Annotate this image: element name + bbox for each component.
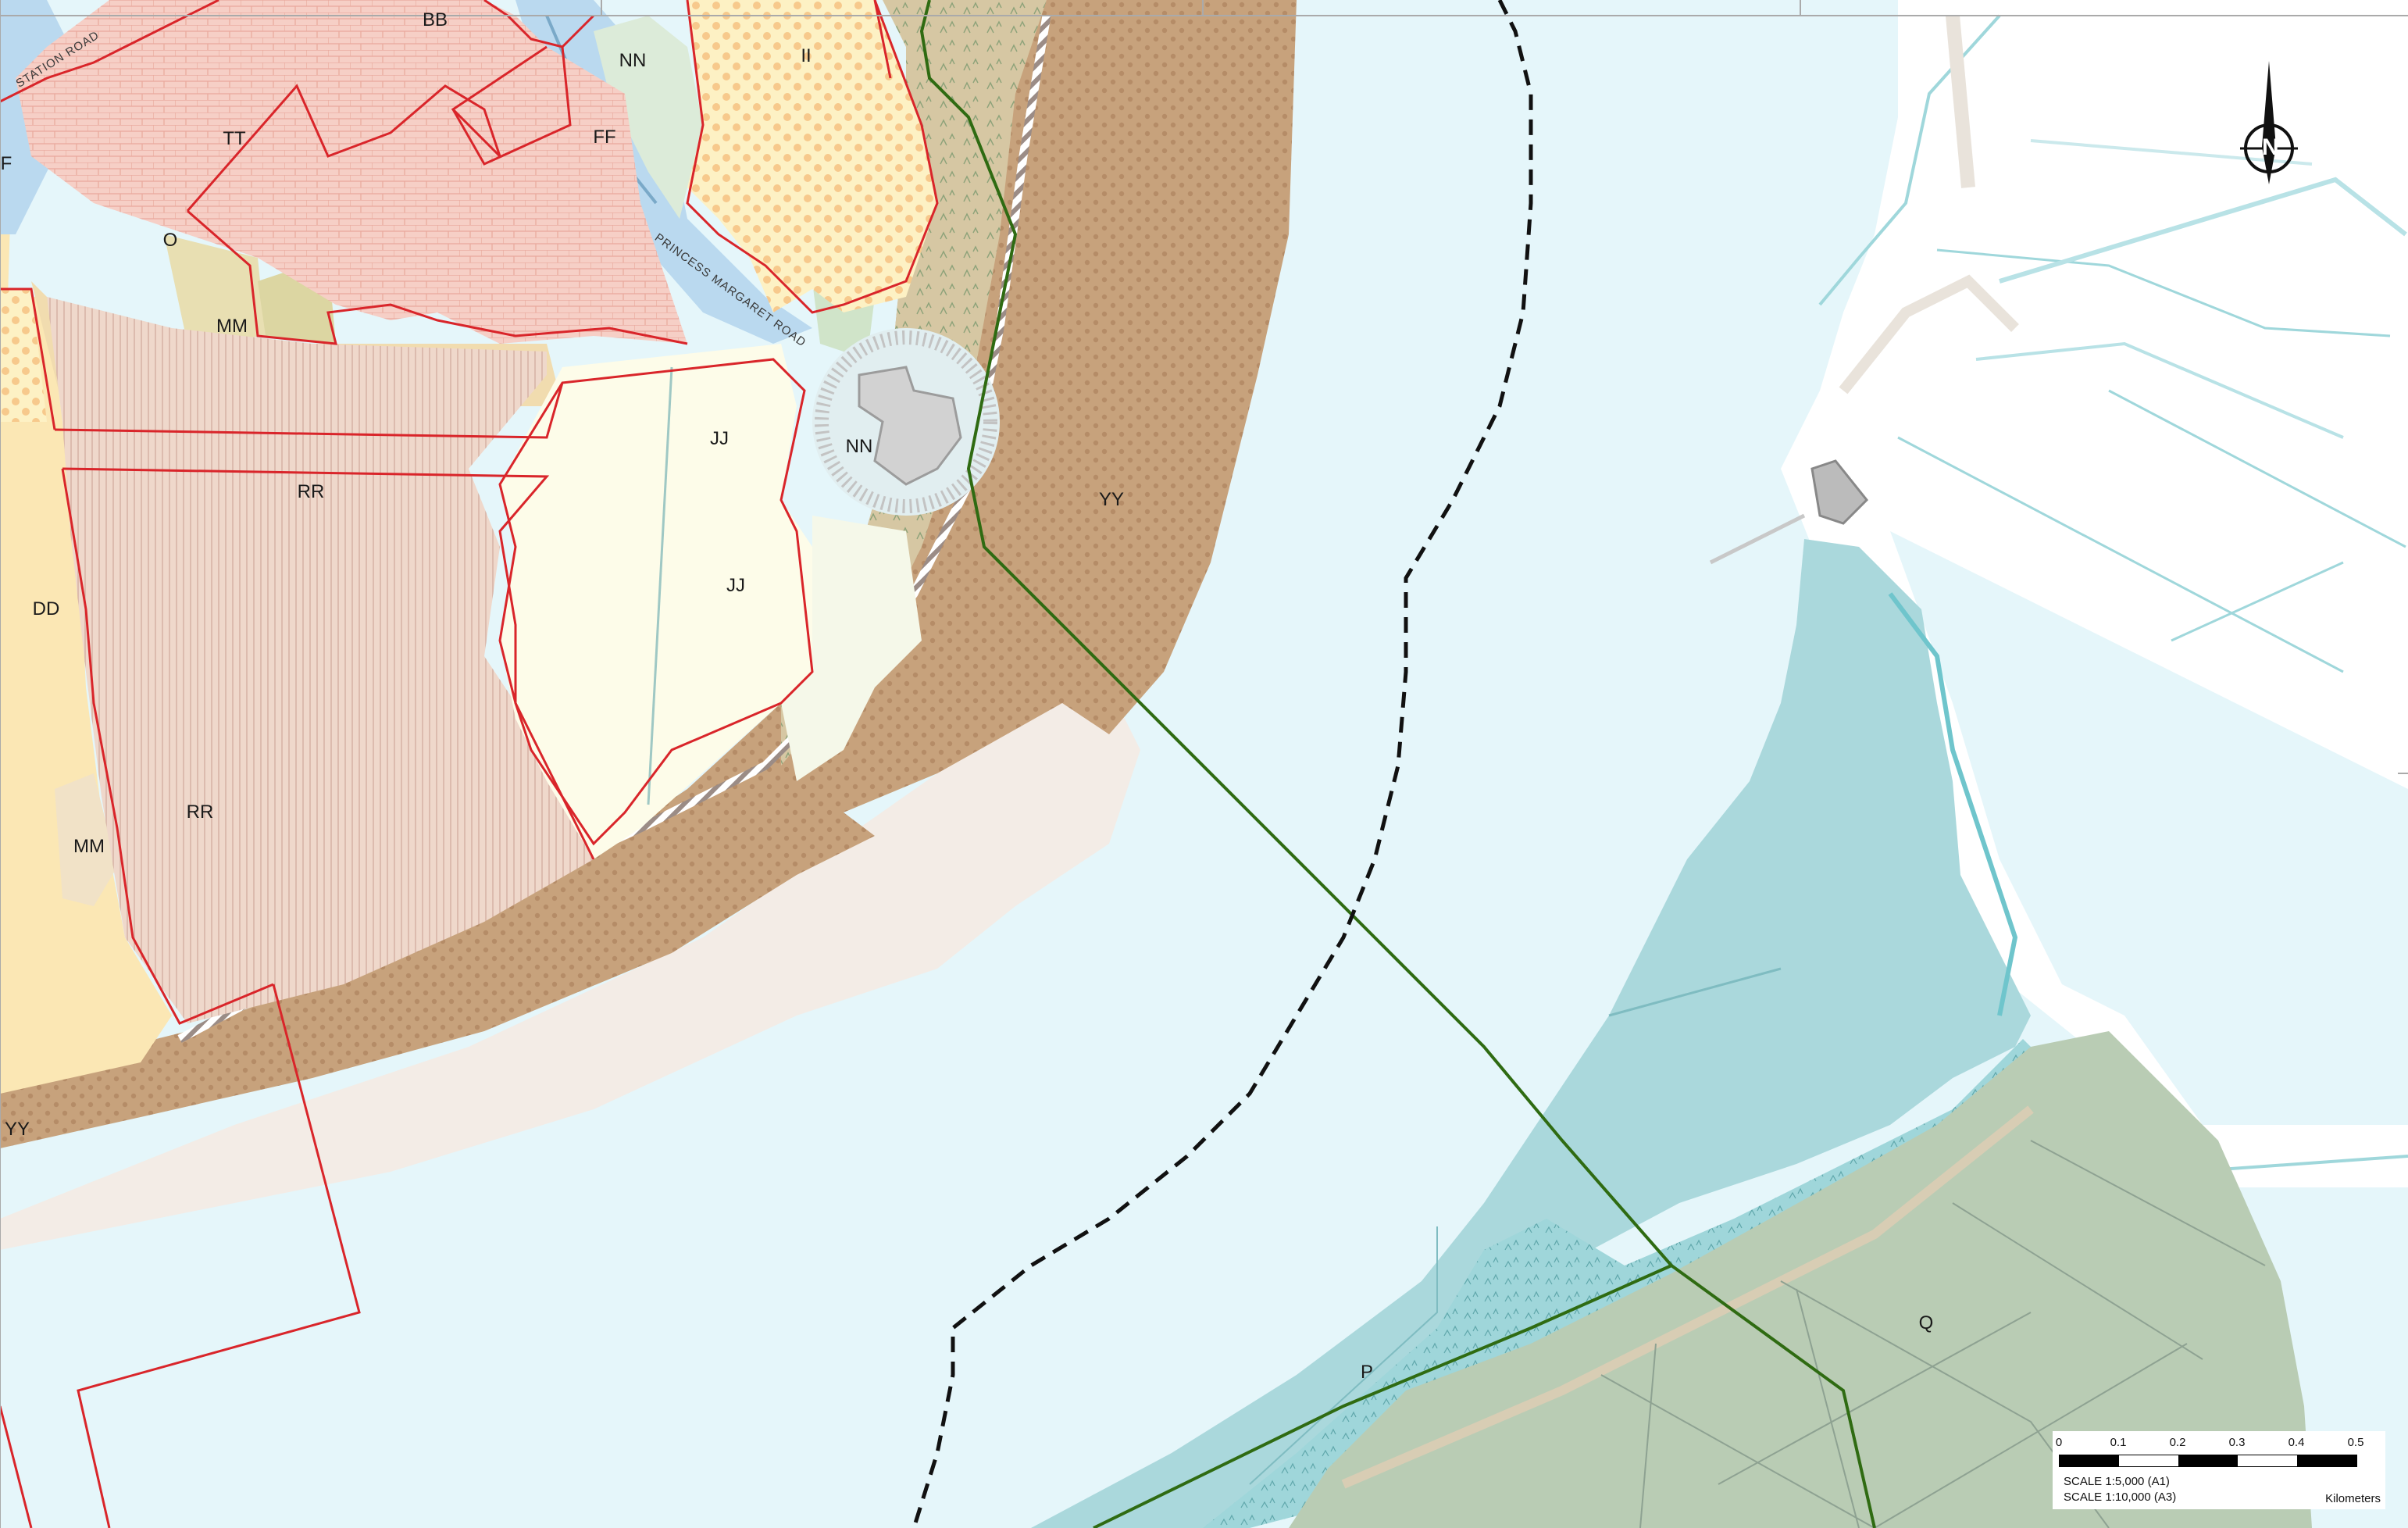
zone-label-ff: FF [593,127,616,148]
zone-label-rr: RR [297,481,325,502]
zone-label-tt: TT [223,128,246,149]
zone-label-o: O [162,230,178,251]
zone-label-jj: JJ [710,428,729,449]
north-arrow-letter: N [2262,134,2279,160]
scale-text-a1: SCALE 1:5,000 (A1) [2064,1475,2170,1488]
zone-label-nn-fort: NN [845,436,873,457]
zone-label-bb: BB [422,9,448,30]
zone-label-yy-west: YY [4,1119,30,1140]
zone-label-mm: MM [216,316,248,337]
zone-label-jj-lower: JJ [726,575,745,596]
scale-bar: 0 0.1 0.2 0.3 0.4 0.5 SCALE 1:5,000 (A1)… [2053,1431,2385,1509]
scale-bar-graphic [2059,1455,2357,1467]
zone-label-f: F [0,153,12,174]
north-arrow-icon [2240,61,2298,184]
zone-label-ii: II [801,45,812,66]
scale-tick: 0.1 [2110,1436,2127,1449]
scale-tick: 0.3 [2228,1436,2246,1449]
scale-tick: 0.5 [2347,1436,2364,1449]
scale-text-a3: SCALE 1:10,000 (A3) [2064,1491,2177,1504]
scale-tick: 0 [2055,1436,2063,1449]
scale-tick: 0.4 [2288,1436,2305,1449]
zone-label-rr-lower: RR [186,801,214,823]
scale-units: Kilometers [2325,1492,2381,1505]
zone-label-q: Q [1918,1312,1934,1333]
scale-tick: 0.2 [2169,1436,2186,1449]
zone-label-mm-south: MM [73,836,105,857]
zone-label-dd: DD [32,598,60,619]
zone-label-p: P [1360,1362,1374,1383]
zone-label-yy: YY [1098,489,1125,510]
zone-label-nn: NN [619,50,647,71]
